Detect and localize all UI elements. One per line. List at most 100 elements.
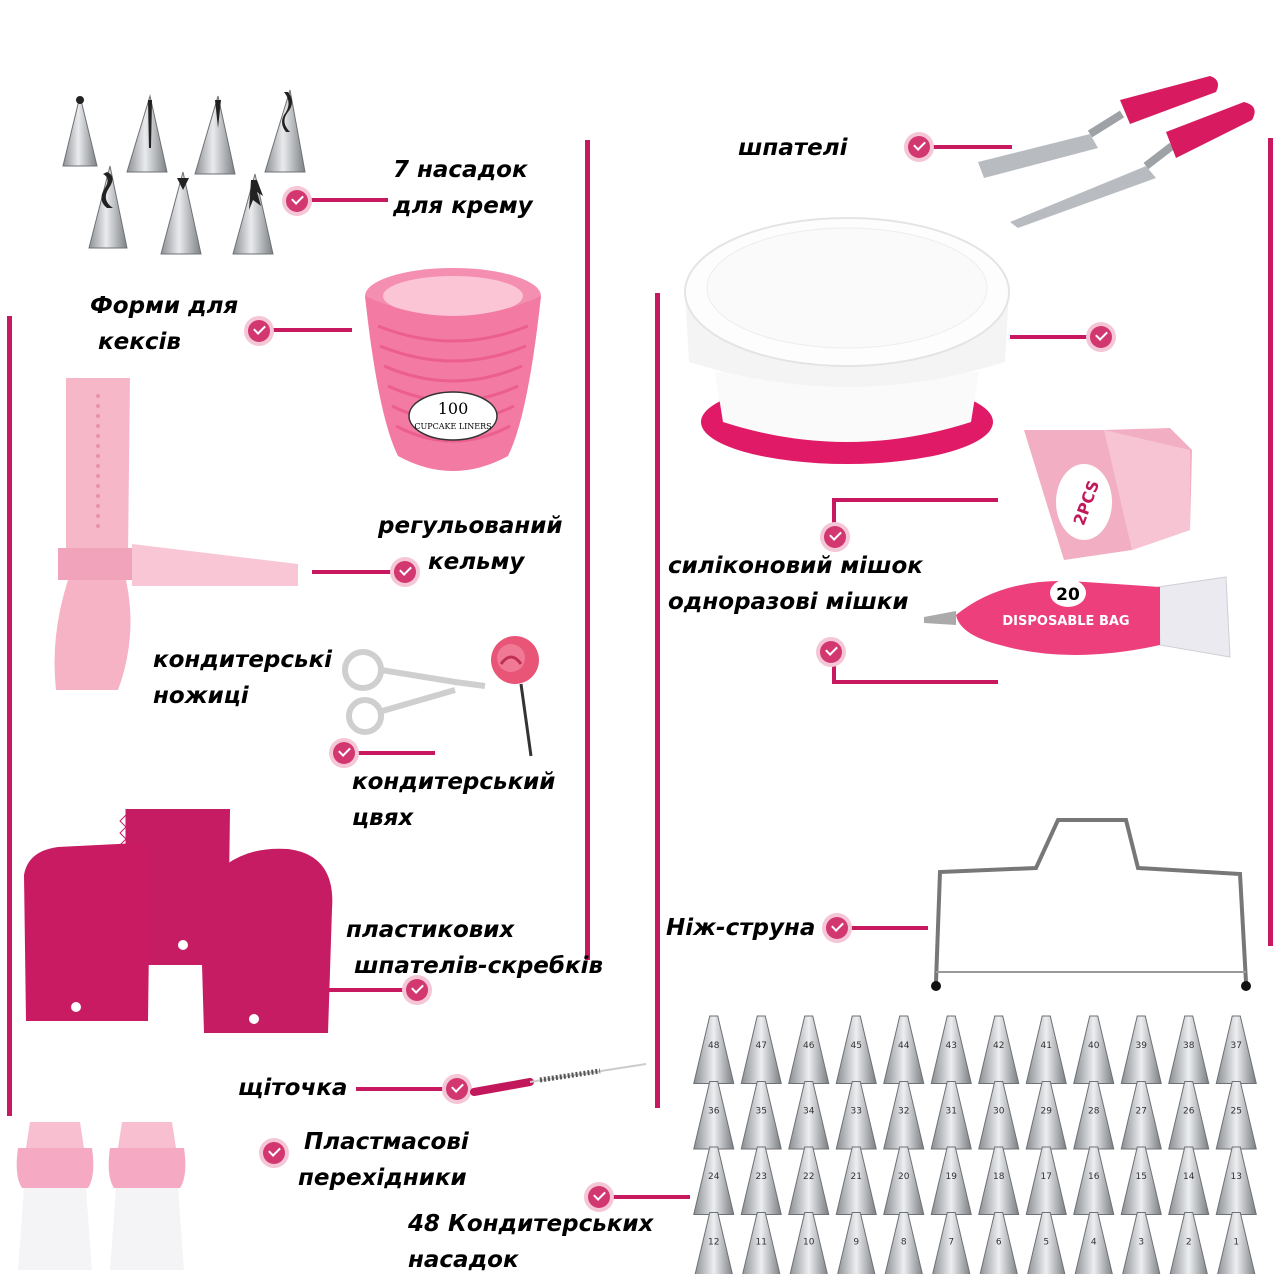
nozzle [978, 1081, 1020, 1150]
connector-line [1010, 335, 1100, 339]
nozzle-number: 6 [996, 1238, 1002, 1248]
connector-line [356, 1087, 456, 1091]
nozzle-number: 19 [946, 1172, 958, 1182]
check-icon [333, 742, 355, 764]
nozzle-number: 34 [803, 1107, 815, 1117]
nozzle [932, 1212, 971, 1274]
nozzle-number: 46 [803, 1041, 815, 1051]
check-icon [826, 917, 848, 939]
nozzle-number: 7 [948, 1238, 954, 1248]
nozzle [1168, 1081, 1210, 1150]
connector-line [312, 570, 406, 574]
connector-line [600, 1195, 690, 1199]
nozzle [979, 1212, 1018, 1274]
nozzle [1168, 1015, 1210, 1084]
nozzle-number: 18 [993, 1172, 1005, 1182]
connector-line [262, 328, 352, 332]
label-wire-knife: Ніж-струна [666, 915, 816, 941]
nozzle [694, 1212, 733, 1274]
nozzle [1025, 1146, 1067, 1215]
nozzle-number: 14 [1183, 1172, 1195, 1182]
nozzle-number: 10 [803, 1238, 815, 1248]
nozzle-number: 17 [1041, 1172, 1052, 1182]
connector-line [345, 751, 435, 755]
nozzle-number: 32 [898, 1107, 909, 1117]
disposable-count-text: 20 [1056, 585, 1080, 605]
nozzle [1215, 1015, 1257, 1084]
nozzle [978, 1015, 1020, 1084]
connector-line [328, 988, 418, 992]
nozzle-number: 25 [1231, 1107, 1242, 1117]
nozzle [835, 1146, 877, 1215]
nozzle [930, 1015, 972, 1084]
nozzle-number: 36 [708, 1107, 720, 1117]
nozzle [788, 1146, 830, 1215]
nozzle-number: 38 [1183, 1041, 1195, 1051]
nozzle [1027, 1212, 1066, 1274]
check-icon [446, 1078, 468, 1100]
nozzle-number: 26 [1183, 1107, 1195, 1117]
nozzle-number: 3 [1138, 1238, 1144, 1248]
nozzle [1025, 1015, 1067, 1084]
nozzle-number: 5 [1043, 1238, 1049, 1248]
label-brush: щіточка [238, 1075, 348, 1101]
nozzle [1120, 1146, 1162, 1215]
nozzle [883, 1146, 925, 1215]
nozzle-number: 35 [756, 1107, 767, 1117]
nozzle [884, 1212, 923, 1274]
connector-line [300, 198, 388, 202]
nozzle [930, 1081, 972, 1150]
nozzle-number: 4 [1091, 1238, 1097, 1248]
nozzle-number: 43 [946, 1041, 957, 1051]
connector-line [834, 498, 998, 502]
brush-image [470, 1062, 650, 1102]
cupcake-liners-text: CUPCAKE LINERS [414, 422, 491, 431]
nozzle-number: 15 [1136, 1172, 1147, 1182]
adjustable-trowel-image [48, 376, 308, 696]
nozzle-number: 44 [898, 1041, 910, 1051]
nozzle [835, 1015, 877, 1084]
nozzle [1073, 1146, 1115, 1215]
check-icon [394, 561, 416, 583]
nozzle-number: 47 [756, 1041, 767, 1051]
nozzle-number: 40 [1088, 1041, 1100, 1051]
nozzle-number: 2 [1186, 1238, 1192, 1248]
nozzle [740, 1081, 782, 1150]
connector-line [832, 498, 836, 528]
nozzle [883, 1081, 925, 1150]
nozzle-number: 48 [708, 1041, 720, 1051]
nozzle-number: 16 [1088, 1172, 1100, 1182]
seven-nozzles-image [55, 88, 315, 258]
nozzle [788, 1015, 830, 1084]
silicone-bag-box-image: 2PCS [1020, 420, 1200, 565]
nozzle [1169, 1212, 1208, 1274]
nozzle [1215, 1081, 1257, 1150]
divider-line-center-right [655, 293, 660, 1108]
check-icon [263, 1142, 285, 1164]
label-spatulas: шпателі [738, 135, 848, 161]
check-icon [248, 320, 270, 342]
nozzle-number: 23 [756, 1172, 767, 1182]
nozzle-number: 1 [1233, 1238, 1239, 1248]
nozzle-number: 33 [851, 1107, 862, 1117]
check-icon [406, 979, 428, 1001]
check-icon [820, 641, 842, 663]
nozzle [837, 1212, 876, 1274]
nozzle [1215, 1146, 1257, 1215]
spatulas-image [970, 72, 1270, 232]
nozzle-number: 11 [756, 1238, 767, 1248]
nozzle-number: 9 [853, 1238, 859, 1248]
divider-line-center-left [585, 140, 590, 960]
nozzle [788, 1081, 830, 1150]
nozzle [1120, 1081, 1162, 1150]
scissors-image [335, 630, 555, 760]
nozzle-number: 13 [1231, 1172, 1242, 1182]
check-icon [588, 1186, 610, 1208]
